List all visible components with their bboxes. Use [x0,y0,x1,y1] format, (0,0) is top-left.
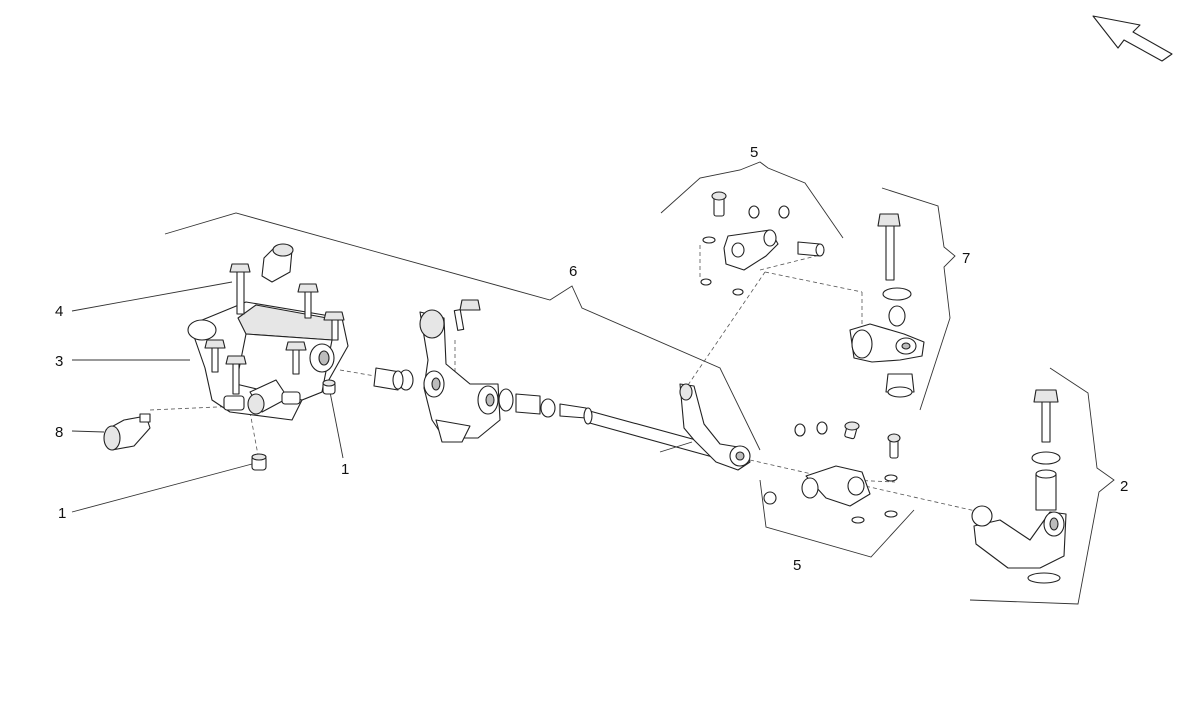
selector-shaft [498,383,751,471]
group-brackets [164,161,1115,605]
breather-cap [261,243,294,283]
shaft-sleeve [373,367,414,391]
selector-lever [419,299,501,443]
housing-bolts [204,263,345,395]
position-sensor [103,413,151,451]
selector-housing [187,301,349,421]
bushing-1-lower [251,453,267,471]
callout-6: 6 [569,263,577,280]
linkage-set-bottom [763,421,901,524]
callout-5-bottom: 5 [793,557,801,574]
callout-1-lower: 1 [58,505,66,522]
linkage-set-top [700,191,825,296]
assembly-dashed-lines [149,245,981,513]
pivot-assembly-7 [849,213,925,398]
callout-leaders [71,281,344,513]
callout-5-top: 5 [750,144,758,161]
callout-4: 4 [55,303,63,320]
callout-3: 3 [55,353,63,370]
bushing-1-upper [322,379,336,395]
callout-8: 8 [55,424,63,441]
callout-labels: 4 3 8 1 1 6 5 7 2 5 [55,144,1128,574]
callout-2: 2 [1120,478,1128,495]
callout-7: 7 [962,250,970,267]
direction-arrow-icon [1092,15,1173,62]
callout-1-mid: 1 [341,461,349,478]
pivot-assembly-2 [971,389,1067,584]
